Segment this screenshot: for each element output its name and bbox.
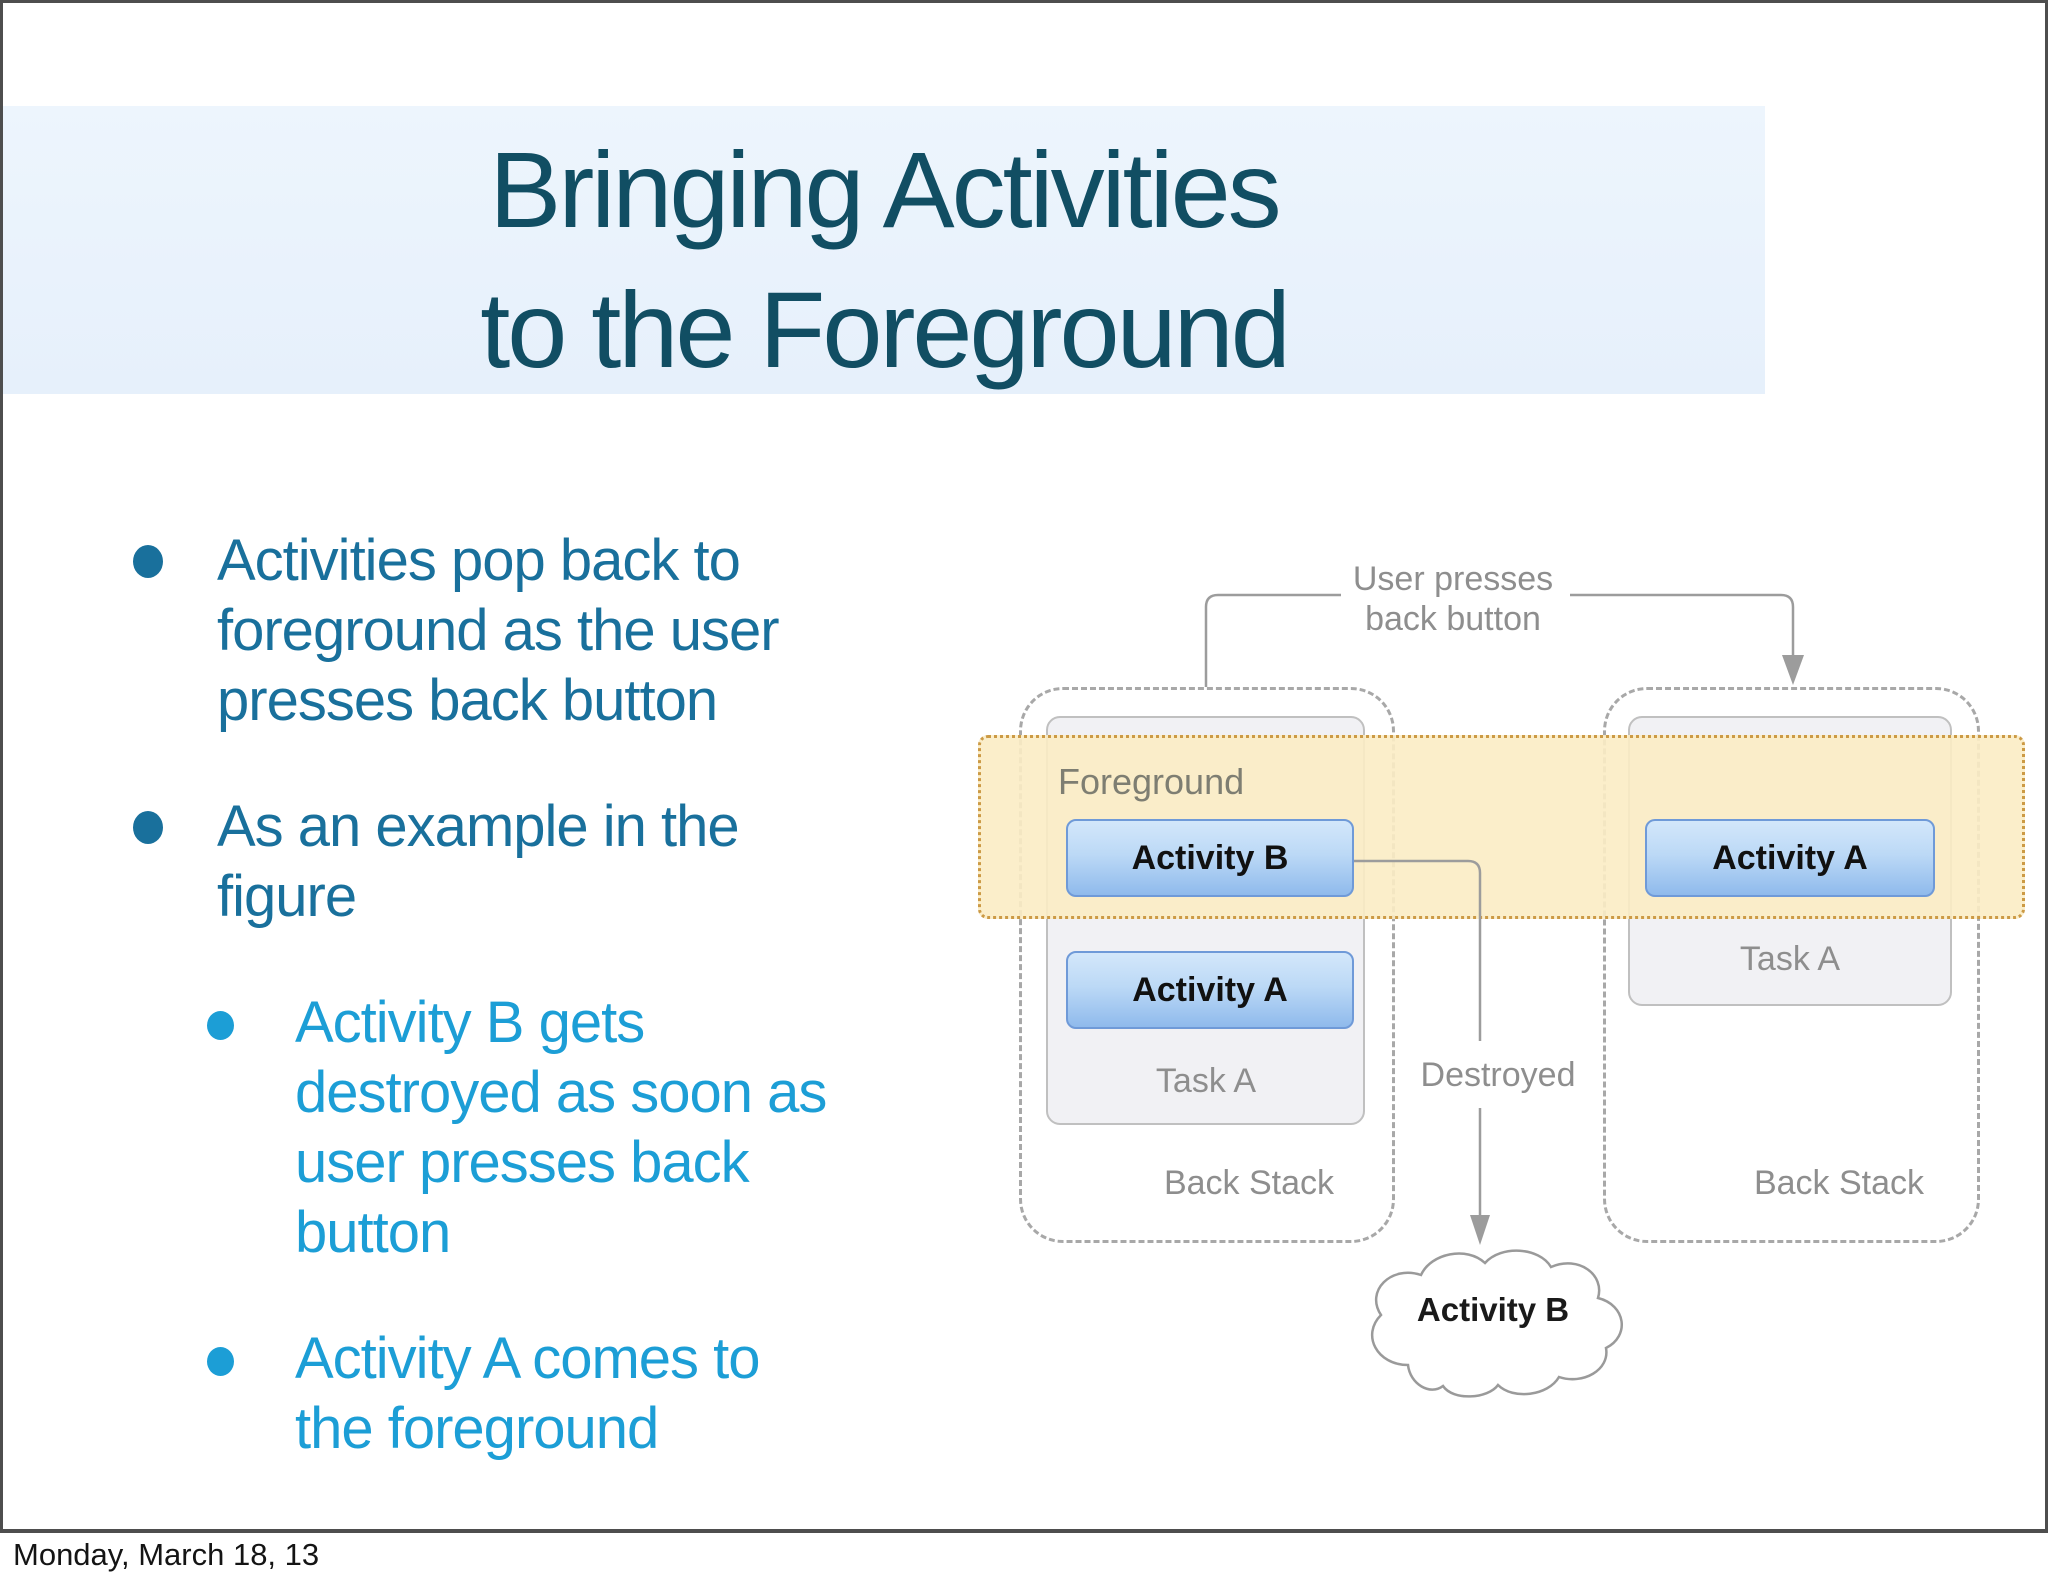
footer-date: Monday, March 18, 13 <box>13 1537 320 1572</box>
right-connector-line <box>1570 593 1795 657</box>
down-arrowhead <box>1470 1215 1490 1245</box>
right-back-stack-box <box>1603 687 1980 1243</box>
task-a-label-left: Task A <box>1155 1062 1257 1100</box>
bullet-item-1: Activities pop back to foreground as the… <box>217 528 780 733</box>
page-title: Bringing Activities to the Foreground <box>480 129 1291 390</box>
foreground-label: Foreground <box>1058 761 1245 802</box>
task-a-label-right: Task A <box>1739 940 1841 978</box>
sub-bullet-item-1: Activity B gets destroyed as soon as use… <box>295 990 827 1265</box>
down-arrowhead <box>1782 655 1804 685</box>
bullet-item-2: As an example in the figure <box>217 794 740 929</box>
activity-a-card-right: Activity A <box>1645 819 1935 897</box>
activity-b-card: Activity B <box>1066 819 1354 897</box>
left-connector-line <box>1204 593 1341 687</box>
destroyed-cloud <box>1370 1249 1623 1398</box>
back-stack-label-left: Back Stack <box>1163 1164 1335 1202</box>
back-stack-label-right: Back Stack <box>1753 1164 1925 1202</box>
activity-a-card-left: Activity A <box>1066 951 1354 1029</box>
sub-bullet-dot <box>207 1347 234 1376</box>
slide-canvas: Bringing Activities to the Foreground Ac… <box>0 0 2048 1533</box>
destroyed-line-upper <box>1354 859 1482 1041</box>
sub-bullet-item-2: Activity A comes to the foreground <box>295 1326 761 1461</box>
title-banner: Bringing Activities to the Foreground <box>3 106 1765 394</box>
destroyed-activity-label: Activity B <box>1416 1291 1570 1328</box>
bullet-dot <box>133 811 163 844</box>
connector-lines <box>1204 593 1804 1398</box>
sub-bullet-dot <box>207 1011 234 1040</box>
user-presses-back-label: User presses back button <box>1352 560 1554 638</box>
left-back-stack-box <box>1019 687 1395 1243</box>
destroyed-label: Destroyed <box>1420 1056 1576 1094</box>
bullet-dot <box>133 545 163 578</box>
